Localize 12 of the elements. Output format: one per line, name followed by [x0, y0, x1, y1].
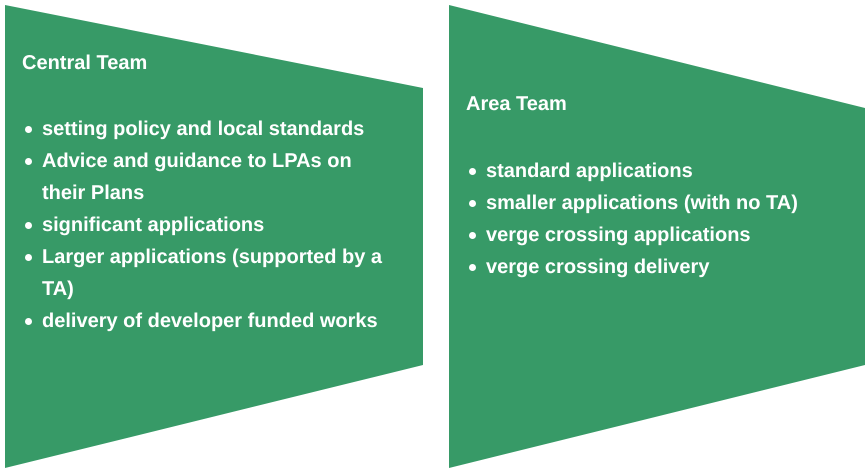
trapezoid-panel [449, 5, 865, 468]
bullet-item: standard applications [486, 160, 693, 182]
bullet-item: smaller applications (with no TA) [486, 192, 798, 214]
trapezoid-panel [5, 5, 423, 468]
bullet-item: verge crossing applications [486, 224, 751, 246]
bullet-item: Larger applications (supported by a TA) [42, 246, 382, 300]
bullet-item: verge crossing delivery [486, 256, 710, 278]
bullet-item: setting policy and local standards [42, 118, 364, 140]
bullet-item: delivery of developer funded works [42, 310, 378, 332]
bullet-item: significant applications [42, 214, 264, 236]
team-heading: Area Team [466, 93, 567, 116]
team-heading: Central Team [22, 52, 148, 75]
